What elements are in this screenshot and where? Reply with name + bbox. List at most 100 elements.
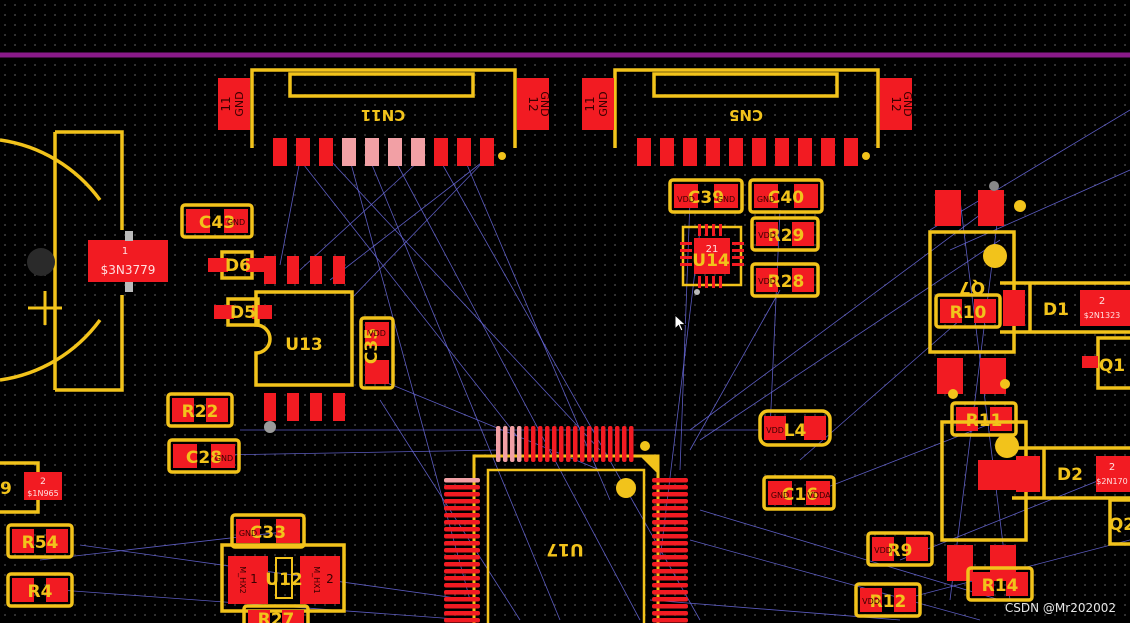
svg-text:$2N170: $2N170	[1096, 477, 1127, 486]
svg-text:GND: GND	[757, 195, 775, 204]
u17-pad	[444, 520, 480, 525]
bt-pad[interactable]	[88, 240, 168, 282]
u17-pad	[531, 426, 536, 462]
svg-text:R22: R22	[182, 402, 219, 422]
svg-text:$2N1323: $2N1323	[1084, 311, 1121, 320]
svg-text:R54: R54	[22, 533, 59, 553]
u17-pad	[444, 555, 480, 560]
diode-d2[interactable]: D2 2 $2N170	[1012, 446, 1130, 500]
mouse-cursor-icon	[674, 314, 687, 332]
u17-pad	[496, 426, 501, 462]
svg-text:C16: C16	[782, 485, 818, 505]
connector-cn11[interactable]: 11 GND 12 GND CN11	[218, 68, 551, 166]
capacitor-c43[interactable]: C43 GND	[180, 203, 254, 239]
resistor-r11[interactable]: R11	[950, 401, 1018, 437]
resistor-r22[interactable]: R22	[166, 392, 234, 428]
u17-pad	[652, 576, 688, 581]
u17-pad	[652, 590, 688, 595]
capacitor-c33[interactable]: C33 GND	[230, 513, 306, 549]
u17-pad	[444, 506, 480, 511]
svg-text:2: 2	[326, 572, 334, 586]
capacitor-c35[interactable]: C35 VDD	[359, 316, 395, 390]
capacitor-c40[interactable]: C40 GND	[748, 178, 824, 214]
connector-cn5[interactable]: 11 GND 12 GND CN5	[582, 68, 914, 166]
diode-d6[interactable]: D6	[208, 250, 266, 280]
svg-text:VDD: VDD	[758, 231, 776, 240]
u17-pad	[652, 611, 688, 616]
svg-text:U17: U17	[546, 539, 583, 559]
svg-text:GND: GND	[771, 491, 789, 500]
ic-u17[interactable]: U17	[444, 426, 688, 623]
svg-text:R14: R14	[982, 576, 1019, 596]
battery-holder[interactable]: 1 $3N3779	[0, 130, 168, 392]
svg-text:R29: R29	[768, 226, 805, 246]
ic-u14[interactable]: 21 U14	[680, 224, 744, 295]
u17-pad	[510, 426, 515, 462]
svg-text:D6: D6	[225, 256, 251, 276]
u17-pad	[444, 576, 480, 581]
resistor-r29[interactable]: R29 VDD	[750, 216, 820, 252]
u17-pad	[559, 426, 564, 462]
resistor-r9[interactable]: R9 VDD	[866, 531, 934, 567]
u17-pad	[652, 527, 688, 532]
u17-pad	[652, 604, 688, 609]
svg-text:Q7: Q7	[959, 277, 985, 297]
u17-pad	[444, 513, 480, 518]
resistor-r54[interactable]: R54	[6, 523, 74, 559]
bt-pin-label: 1	[122, 246, 128, 257]
resistor-r12[interactable]: R12 VDD	[854, 582, 922, 618]
resistor-r27[interactable]: R27	[242, 604, 310, 623]
capacitor-c39[interactable]: C39 VDD GND	[668, 178, 744, 214]
svg-text:C40: C40	[768, 188, 804, 208]
transistor-q2[interactable]: Q2	[1108, 498, 1130, 546]
resistor-r14[interactable]: R14	[966, 566, 1034, 602]
capacitor-c16[interactable]: C16 GND VDDA	[762, 475, 836, 511]
u17-pad	[444, 562, 480, 567]
transistor-q7[interactable]: Q7	[928, 181, 1026, 354]
inductor-l4[interactable]: L4 VDD	[758, 409, 832, 447]
u17-pad	[652, 513, 688, 518]
svg-text:VDD: VDD	[677, 195, 695, 204]
svg-text:D1: D1	[1043, 300, 1069, 320]
svg-text:2: 2	[1099, 296, 1105, 307]
transistor-block-lower	[940, 420, 1028, 542]
u17-pad	[652, 618, 688, 623]
svg-text:GND: GND	[227, 218, 245, 227]
svg-text:U12: U12	[265, 570, 302, 590]
svg-text:GND: GND	[215, 454, 233, 463]
u17-pad	[444, 527, 480, 532]
diode-d9[interactable]: 9 2 $1N965	[0, 461, 62, 514]
svg-text:$1N965: $1N965	[27, 489, 58, 498]
ic-u12[interactable]: 1 2 M_HX2 M_HX1 U12	[220, 543, 346, 613]
u17-pad	[444, 548, 480, 553]
svg-text:VDD: VDD	[874, 546, 892, 555]
u17-pad	[566, 426, 571, 462]
u17-pad	[503, 426, 508, 462]
svg-text:R9: R9	[888, 541, 913, 561]
u17-pad	[444, 590, 480, 595]
svg-text:VDD: VDD	[758, 277, 776, 286]
diode-d1[interactable]: D1 2 $2N1323	[1000, 281, 1130, 334]
resistor-r4[interactable]: R4	[6, 572, 74, 608]
u17-pad	[652, 569, 688, 574]
svg-text:GND: GND	[597, 91, 610, 116]
svg-text:U13: U13	[285, 335, 322, 355]
svg-text:M_HX2: M_HX2	[238, 566, 247, 594]
u17-pad	[444, 604, 480, 609]
u17-pad	[652, 520, 688, 525]
resistor-r28[interactable]: R28 VDD	[750, 262, 820, 298]
svg-text:21: 21	[706, 244, 719, 255]
u17-pad	[444, 597, 480, 602]
capacitor-c28[interactable]: C28 GND	[167, 438, 241, 474]
resistor-r10[interactable]: R10	[934, 293, 1002, 329]
ic-u13[interactable]: U13	[254, 256, 354, 433]
u17-pad	[444, 492, 480, 497]
diode-d5[interactable]: D5	[214, 297, 272, 327]
ratsnest-lines	[39, 109, 1130, 621]
transistor-q1[interactable]: Q1	[1082, 336, 1130, 390]
u17-pad	[573, 426, 578, 462]
svg-text:Q1: Q1	[1099, 356, 1125, 376]
svg-text:11: 11	[219, 96, 233, 111]
